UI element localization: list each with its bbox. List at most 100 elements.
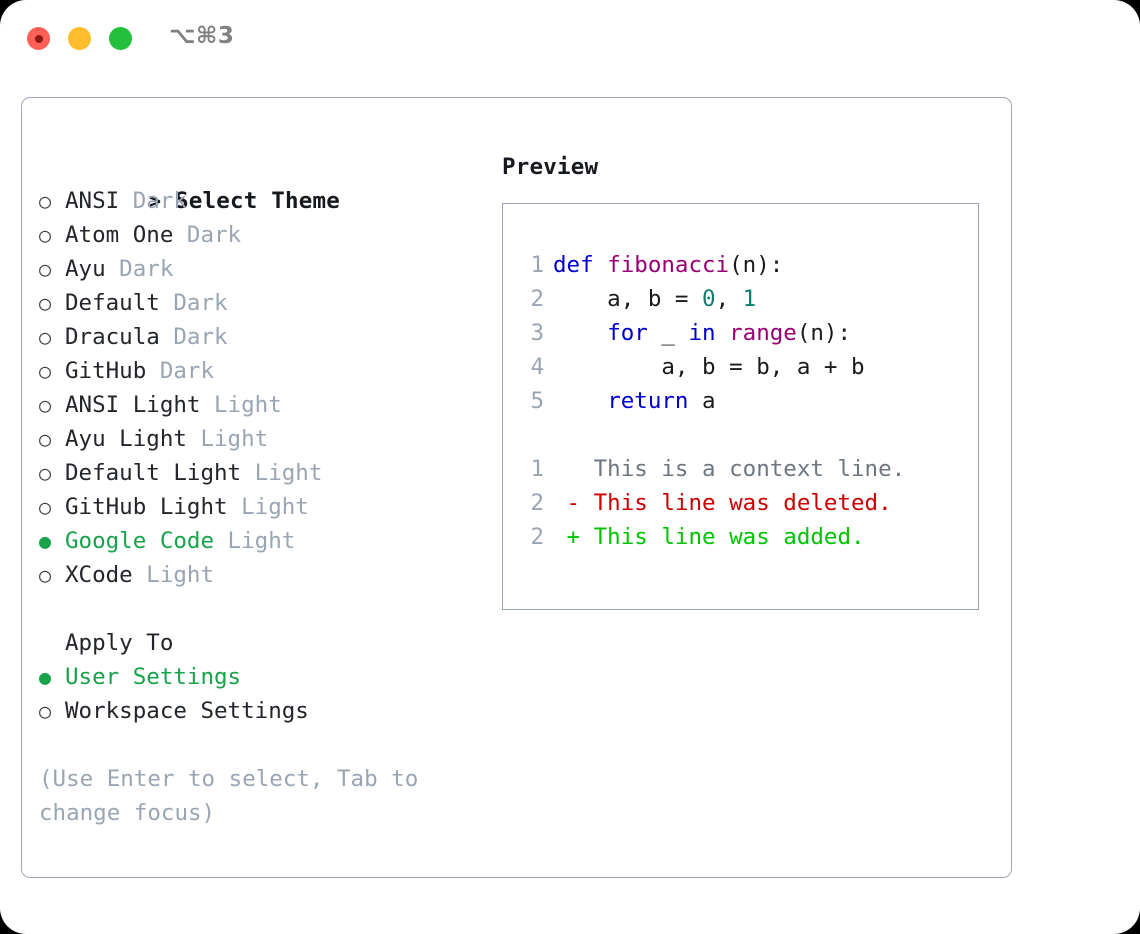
theme-option-list: ○ANSI Dark○Atom One Dark○Ayu Dark○Defaul…	[39, 184, 479, 592]
code-line: 4 a, b = b, a + b	[516, 350, 972, 384]
close-icon-core	[34, 34, 43, 43]
apply-to-heading: Apply To	[65, 630, 174, 656]
radio-unselected-icon: ○	[39, 461, 52, 485]
theme-variant-label: Light	[132, 562, 215, 588]
radio-unselected-icon: ○	[39, 359, 52, 383]
theme-option-label: Google Code	[65, 528, 215, 554]
window-titlebar: ⌥⌘3	[0, 0, 1140, 78]
code-token-fn: range	[729, 320, 797, 346]
theme-option-label: Default Light	[65, 460, 242, 486]
theme-option-label: XCode	[65, 562, 133, 588]
theme-variant-label: Dark	[159, 324, 228, 350]
keyboard-hint-text: (Use Enter to select, Tab to change focu…	[39, 766, 419, 826]
code-line-number: 1	[530, 252, 544, 278]
theme-option-label: Atom One	[65, 222, 174, 248]
theme-option-label: ANSI Light	[65, 392, 201, 418]
theme-option-label: GitHub Light	[65, 494, 228, 520]
select-theme-heading-label: Select Theme	[174, 188, 340, 214]
preview-heading: Preview	[502, 154, 599, 180]
code-line-number: 4	[530, 354, 544, 380]
theme-variant-label: Dark	[119, 188, 187, 214]
apply-to-option-user-settings[interactable]: ● User Settings	[39, 660, 479, 694]
diff-line-text: + This line was added.	[553, 524, 865, 550]
theme-option-default-light[interactable]: ○ Default Light Light	[39, 456, 479, 490]
code-token-pun: a	[688, 388, 716, 414]
diff-line-add: 2 + This line was added.	[516, 520, 972, 554]
prompt-caret-icon: >	[148, 189, 162, 213]
code-token-kw: return	[607, 388, 689, 414]
theme-variant-label: Dark	[173, 222, 242, 248]
diff-line-del: 2 - This line was deleted.	[516, 486, 972, 520]
diff-line-ctx: 1 This is a context line.	[516, 452, 972, 486]
code-token-pun	[594, 252, 608, 278]
code-token-pun: _	[647, 320, 689, 346]
radio-selected-icon: ●	[39, 529, 52, 553]
radio-selected-icon: ●	[39, 665, 52, 689]
code-token-num: 0	[702, 286, 716, 312]
code-line: 2 a, b = 0, 1	[516, 282, 972, 316]
theme-option-ansi-light[interactable]: ○ANSI Light Light	[39, 388, 479, 422]
theme-variant-label: Light	[214, 528, 296, 554]
maximize-window-icon[interactable]	[109, 27, 132, 50]
code-line-number: 2	[530, 286, 544, 312]
apply-to-option-label: User Settings	[65, 664, 242, 690]
radio-unselected-icon: ○	[39, 393, 52, 417]
code-token-pun	[553, 388, 607, 414]
theme-option-github-light[interactable]: ○ GitHub Light Light	[39, 490, 479, 524]
theme-list-column: >Select Theme ○ANSI Dark○Atom One Dark○A…	[39, 150, 479, 830]
code-token-num: 1	[742, 286, 757, 312]
theme-option-dracula[interactable]: ○Dracula Dark	[39, 320, 479, 354]
code-token-pun	[716, 320, 730, 346]
theme-option-xcode[interactable]: ○ XCode Light	[39, 558, 479, 592]
theme-variant-label: Dark	[146, 358, 215, 384]
code-token-pun: (n):	[729, 252, 784, 278]
theme-option-atom-one[interactable]: ○Atom One Dark	[39, 218, 479, 252]
theme-variant-label: Light	[227, 494, 309, 520]
theme-option-label: Ayu Light	[65, 426, 187, 452]
code-token-pun: a, b =	[553, 286, 703, 312]
diff-sample: 1 This is a context line.2 - This line w…	[516, 452, 972, 554]
theme-option-ayu[interactable]: ○Ayu Dark	[39, 252, 479, 286]
radio-unselected-icon: ○	[39, 427, 52, 451]
code-line-number: 5	[530, 388, 544, 414]
code-token-pun	[553, 320, 607, 346]
select-theme-heading: > Select Theme	[39, 150, 479, 214]
theme-option-github[interactable]: ○ GitHub Dark	[39, 354, 479, 388]
theme-option-label: Ayu	[65, 256, 106, 282]
theme-option-google-code[interactable]: ● Google Code Light	[39, 524, 479, 558]
theme-option-label: Default	[65, 290, 160, 316]
code-line: 5 return a	[516, 384, 972, 418]
theme-option-label: GitHub	[65, 358, 147, 384]
close-window-icon[interactable]	[27, 27, 50, 50]
theme-option-ayu-light[interactable]: ○ Ayu Light Light	[39, 422, 479, 456]
theme-option-label: Dracula	[65, 324, 160, 350]
theme-variant-label: Light	[186, 426, 269, 452]
theme-variant-label: Light	[241, 460, 323, 486]
apply-to-option-workspace-settings[interactable]: ○Workspace Settings	[39, 694, 479, 728]
radio-unselected-icon: ○	[39, 291, 52, 315]
code-token-fn: fibonacci	[607, 252, 730, 278]
code-token-kw: for	[607, 320, 648, 346]
radio-unselected-icon: ○	[39, 563, 52, 587]
diff-line-text: This is a context line.	[553, 456, 906, 482]
radio-unselected-icon: ○	[39, 257, 52, 281]
theme-option-ansi[interactable]: ○ ANSI Dark	[39, 184, 479, 218]
theme-selector-panel: >Select Theme ○ANSI Dark○Atom One Dark○A…	[21, 97, 1012, 878]
theme-option-label: ANSI	[65, 188, 120, 214]
radio-unselected-icon: ○	[39, 189, 52, 213]
keyboard-shortcut-label: ⌥⌘3	[169, 23, 235, 49]
radio-unselected-icon: ○	[39, 495, 52, 519]
code-line: 3 for _ in range(n):	[516, 316, 972, 350]
theme-option-default[interactable]: ○Default Dark	[39, 286, 479, 320]
minimize-window-icon[interactable]	[68, 27, 91, 50]
diff-line-number: 2	[530, 490, 544, 516]
diff-line-number: 2	[530, 524, 544, 550]
code-token-pun: (n):	[796, 320, 852, 346]
code-token-kw: def	[553, 252, 594, 278]
apply-to-option-list: ● User Settings ○Workspace Settings	[39, 660, 479, 728]
code-line: 1 def fibonacci(n):	[516, 248, 972, 282]
